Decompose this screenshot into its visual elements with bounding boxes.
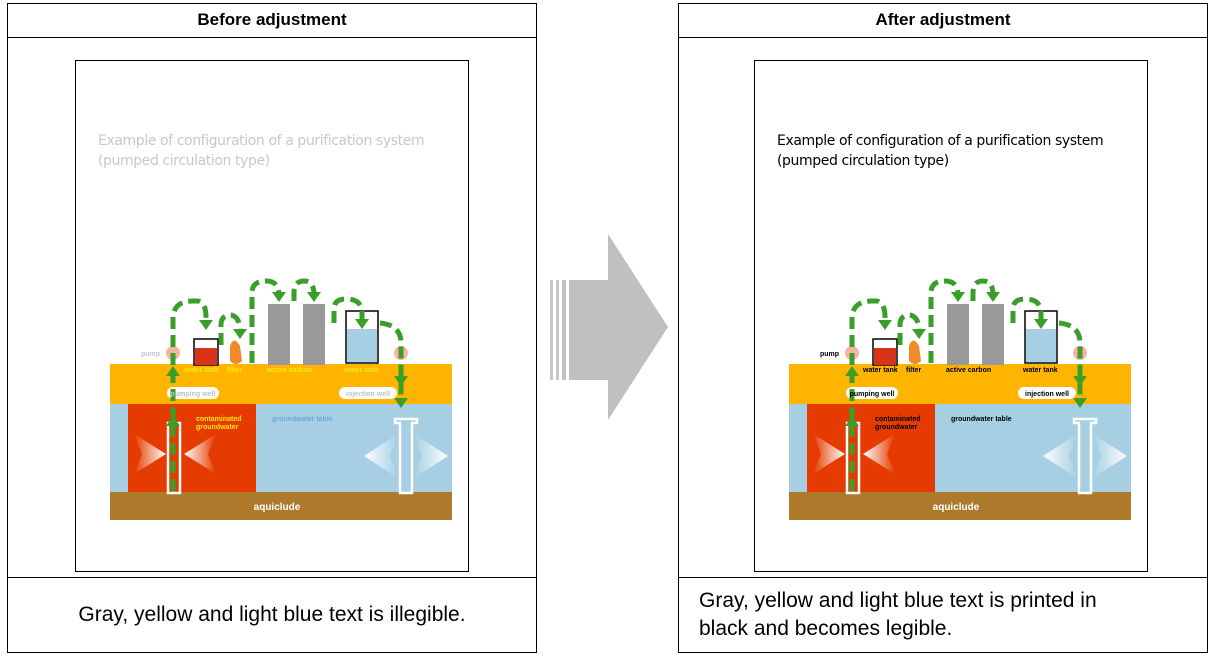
aquiclude-label: aquiclude (933, 502, 980, 513)
outflow-arrow-right-icon (1093, 434, 1127, 478)
inflow-arrow-right-icon (863, 434, 895, 474)
water-tank-2-water (1026, 329, 1056, 362)
purification-system-diagram: pump water tank filter active carbon water t… (789, 278, 1131, 520)
flow-down-arrow-icon (307, 292, 321, 302)
flow-down-arrow-icon (394, 376, 408, 386)
flow-down-arrow-icon (355, 319, 369, 329)
panel-after: After adjustment Example of configuratio… (678, 3, 1208, 653)
caption-text: Gray, yellow and light blue text is prin… (699, 587, 1097, 643)
outflow-arrow-left-icon (364, 434, 398, 478)
filter-label: filter (227, 367, 242, 374)
active-carbon-1 (268, 304, 290, 365)
inflow-arrow-left-icon (813, 434, 845, 474)
flow-up-arrow-icon (166, 416, 180, 426)
purification-system-diagram: pump water tank filter active carbon water t… (110, 278, 452, 520)
active-carbon-label: active carbon (267, 367, 312, 374)
active-carbon-1 (947, 304, 969, 365)
inflow-arrow-right-icon (184, 434, 216, 474)
flow-down-arrow-icon (1034, 319, 1048, 329)
panel-title: Before adjustment (8, 4, 536, 38)
document-title: Example of configuration of a purificati… (777, 131, 1147, 171)
document-preview: Example of configuration of a purificati… (754, 60, 1148, 572)
panel-caption: Gray, yellow and light blue text is prin… (679, 577, 1207, 652)
transition-arrow-icon (550, 234, 668, 420)
pipe-to-water-tank (170, 298, 209, 491)
injection-well-shaft (393, 417, 419, 495)
filter-label: filter (906, 367, 921, 374)
panel-caption: Gray, yellow and light blue text is ille… (8, 577, 536, 652)
flow-down-arrow-icon (878, 320, 892, 330)
flow-down-arrow-icon (986, 292, 1000, 302)
pumping-well-label: pumping well (850, 391, 895, 398)
document-subtitle-line: (pumped circulation type) (777, 153, 949, 169)
flow-down-arrow-icon (394, 398, 408, 408)
flow-down-arrow-icon (912, 329, 926, 339)
flow-down-arrow-icon (272, 292, 286, 302)
pipe-to-carbon-2 (970, 278, 996, 301)
active-carbon-2 (982, 304, 1004, 365)
contaminated-label-line1: contaminated (196, 416, 242, 423)
pump-label: pump (141, 351, 160, 358)
caption-line: black and becomes legible. (699, 617, 953, 640)
outflow-arrow-right-icon (414, 434, 448, 478)
injection-well-pill (1018, 387, 1076, 399)
flow-down-arrow-icon (1073, 398, 1087, 408)
pipe-to-carbon-1 (928, 278, 961, 363)
panel-before: Before adjustment Example of configurati… (7, 3, 537, 653)
document-subtitle-line: (pumped circulation type) (98, 153, 270, 169)
water-tank-1-water (195, 348, 217, 365)
pipe-to-filter (897, 312, 922, 345)
filter-unit (230, 340, 242, 364)
flow-down-arrow-icon (1073, 376, 1087, 386)
water-tank-2-water (347, 329, 377, 362)
inflow-arrow-left-icon (134, 434, 166, 474)
flow-up-arrow-icon (166, 366, 180, 376)
injection-well-label: injection well (346, 391, 390, 398)
water-tank-2-label: water tank (1022, 367, 1058, 374)
caption-line: Gray, yellow and light blue text is ille… (78, 603, 466, 626)
pipe-to-carbon-2 (291, 278, 317, 301)
water-tank-1-water (874, 348, 896, 365)
pipe-to-carbon-1 (249, 278, 282, 363)
groundwater-table-label: groundwater table (272, 416, 333, 423)
active-carbon-label: active carbon (946, 367, 991, 374)
groundwater-table-label: groundwater table (951, 416, 1012, 423)
active-carbon-2 (303, 304, 325, 365)
flow-down-arrow-icon (951, 292, 965, 302)
injection-well-shaft (1072, 417, 1098, 495)
water-tank-1-label: water tank (183, 367, 219, 374)
pipe-to-injection (379, 320, 404, 401)
pipe-to-water-tank (849, 298, 888, 491)
document-title-line: Example of configuration of a purificati… (98, 133, 425, 149)
aquiclude-layer (789, 492, 1131, 520)
caption-text: Gray, yellow and light blue text is ille… (78, 601, 465, 629)
flow-up-arrow-icon (845, 416, 859, 426)
injection-well-pill (339, 387, 397, 399)
caption-line: Gray, yellow and light blue text is prin… (699, 589, 1097, 612)
pipe-to-injection (1058, 320, 1083, 401)
pumping-well-label: pumping well (171, 391, 216, 398)
aquiclude-layer (110, 492, 452, 520)
panel-title: After adjustment (679, 4, 1207, 38)
pumping-well-pill (846, 387, 898, 399)
water-tank-1-label: water tank (862, 367, 898, 374)
water-tank-2-label: water tank (343, 367, 379, 374)
pumping-well-pill (167, 387, 219, 399)
outflow-arrow-left-icon (1043, 434, 1077, 478)
filter-unit (909, 340, 921, 364)
flow-down-arrow-icon (233, 329, 247, 339)
contaminated-label-line1: contaminated (875, 416, 921, 423)
document-preview: Example of configuration of a purificati… (75, 60, 469, 572)
contaminated-label-line2: groundwater (196, 424, 239, 431)
aquiclude-label: aquiclude (254, 502, 301, 513)
flow-up-arrow-icon (845, 366, 859, 376)
injection-well-label: injection well (1025, 391, 1069, 398)
pump-label: pump (820, 351, 839, 358)
document-title-line: Example of configuration of a purificati… (777, 133, 1104, 149)
contaminated-label-line2: groundwater (875, 424, 918, 431)
pipe-to-filter (218, 312, 243, 345)
document-title: Example of configuration of a purificati… (98, 131, 468, 171)
flow-down-arrow-icon (199, 320, 213, 330)
